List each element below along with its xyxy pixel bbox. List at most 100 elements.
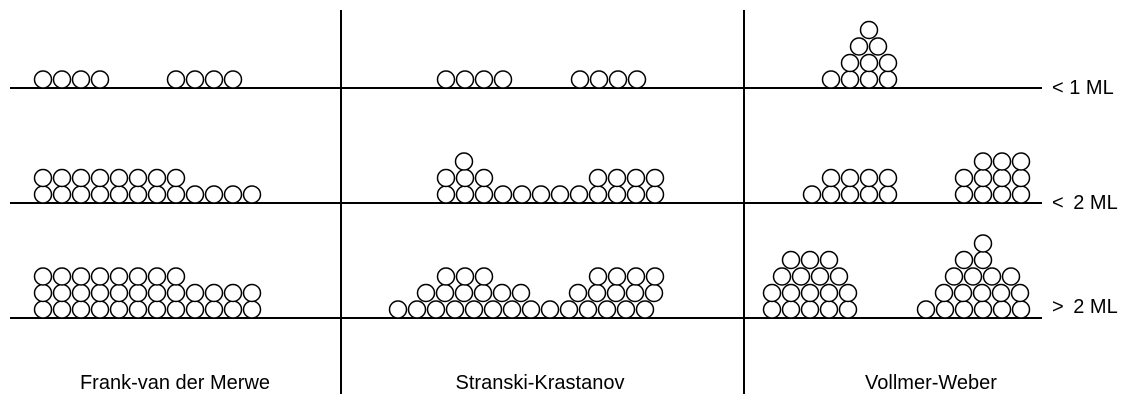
atom-46 — [436, 185, 456, 204]
atom-39 — [52, 168, 72, 188]
atom-101 — [90, 283, 110, 303]
atom-122 — [464, 300, 484, 319]
atom-37 — [242, 185, 262, 204]
atom-51 — [531, 185, 551, 204]
atom-162 — [810, 267, 830, 286]
atom-176 — [991, 283, 1011, 303]
atom-60 — [474, 168, 494, 188]
atom-63 — [607, 168, 627, 188]
atom-81 — [992, 168, 1012, 188]
atom-49 — [493, 185, 513, 204]
atom-159 — [838, 283, 858, 303]
atom-57 — [645, 185, 665, 204]
atom-175 — [972, 283, 992, 303]
atom-75 — [954, 185, 974, 204]
atom-138 — [436, 267, 456, 286]
atom-182 — [954, 250, 974, 270]
atom-152 — [800, 300, 820, 319]
atom-41 — [90, 168, 110, 188]
atom-35 — [204, 185, 224, 204]
atom-164 — [781, 250, 801, 270]
atom-7 — [223, 70, 243, 89]
atom-168 — [935, 300, 955, 319]
atom-117 — [166, 267, 186, 286]
atom-142 — [587, 283, 607, 303]
atom-17 — [840, 70, 860, 89]
atom-161 — [791, 267, 811, 286]
atom-14 — [608, 70, 628, 89]
coverage-label-row-2-symbol: < — [1052, 192, 1064, 214]
atom-61 — [454, 152, 474, 171]
atom-170 — [973, 300, 993, 319]
atom-156 — [781, 283, 801, 303]
atom-100 — [71, 283, 91, 303]
atom-79 — [954, 168, 974, 188]
atom-84 — [992, 152, 1012, 171]
atom-107 — [204, 283, 224, 303]
atom-20 — [840, 53, 860, 73]
atom-47 — [455, 185, 475, 204]
atom-109 — [242, 283, 262, 303]
atom-140 — [474, 267, 494, 286]
atom-177 — [1010, 283, 1030, 303]
atom-83 — [973, 152, 993, 171]
atom-1 — [52, 70, 72, 89]
atom-144 — [625, 283, 645, 303]
atom-2 — [71, 70, 91, 89]
atom-145 — [644, 283, 664, 303]
atom-184 — [973, 234, 993, 253]
atom-58 — [436, 168, 456, 188]
atoms-layer — [33, 20, 1031, 319]
coverage-label-row-2-text: 2 ML — [1073, 192, 1117, 214]
atom-71 — [821, 168, 841, 188]
atom-16 — [821, 70, 841, 89]
atom-36 — [223, 185, 243, 204]
atom-129 — [597, 300, 617, 319]
caption-stranski-krastanov: Stranski-Krastanov — [456, 372, 625, 394]
atom-174 — [953, 283, 973, 303]
atom-69 — [859, 185, 879, 204]
atom-76 — [973, 185, 993, 204]
atom-183 — [973, 250, 993, 270]
atom-136 — [492, 283, 512, 303]
atom-50 — [512, 185, 532, 204]
atom-15 — [627, 70, 647, 89]
atom-173 — [934, 283, 954, 303]
atom-151 — [781, 300, 801, 319]
coverage-label-row-1-text: < 1 ML — [1052, 77, 1114, 99]
atom-42 — [109, 168, 129, 188]
atom-134 — [454, 283, 474, 303]
atom-89 — [90, 300, 110, 319]
atom-112 — [71, 267, 91, 286]
atom-114 — [109, 267, 129, 286]
atom-73 — [859, 168, 879, 188]
atom-11 — [493, 70, 513, 89]
atom-120 — [426, 300, 446, 319]
coverage-label-row-3-symbol: > — [1052, 296, 1064, 318]
atom-110 — [33, 267, 53, 286]
atom-82 — [1011, 168, 1031, 188]
coverage-label-row-3: > 2 ML — [1052, 296, 1118, 318]
atom-154 — [838, 300, 858, 319]
atom-45 — [166, 168, 186, 188]
atom-24 — [868, 37, 888, 56]
atom-12 — [570, 70, 590, 89]
atom-88 — [71, 300, 91, 319]
atom-147 — [607, 267, 627, 286]
atom-8 — [436, 70, 456, 89]
atom-56 — [626, 185, 646, 204]
atom-90 — [109, 300, 129, 319]
atom-150 — [762, 300, 782, 319]
atom-125 — [521, 300, 541, 319]
atom-67 — [821, 185, 841, 204]
atom-124 — [502, 300, 522, 319]
atom-130 — [616, 300, 636, 319]
atom-38 — [33, 168, 53, 188]
atom-133 — [435, 283, 455, 303]
atom-137 — [511, 283, 531, 303]
atom-99 — [52, 283, 72, 303]
atom-27 — [52, 185, 72, 204]
atom-23 — [849, 37, 869, 56]
atom-68 — [840, 185, 860, 204]
atom-143 — [606, 283, 626, 303]
